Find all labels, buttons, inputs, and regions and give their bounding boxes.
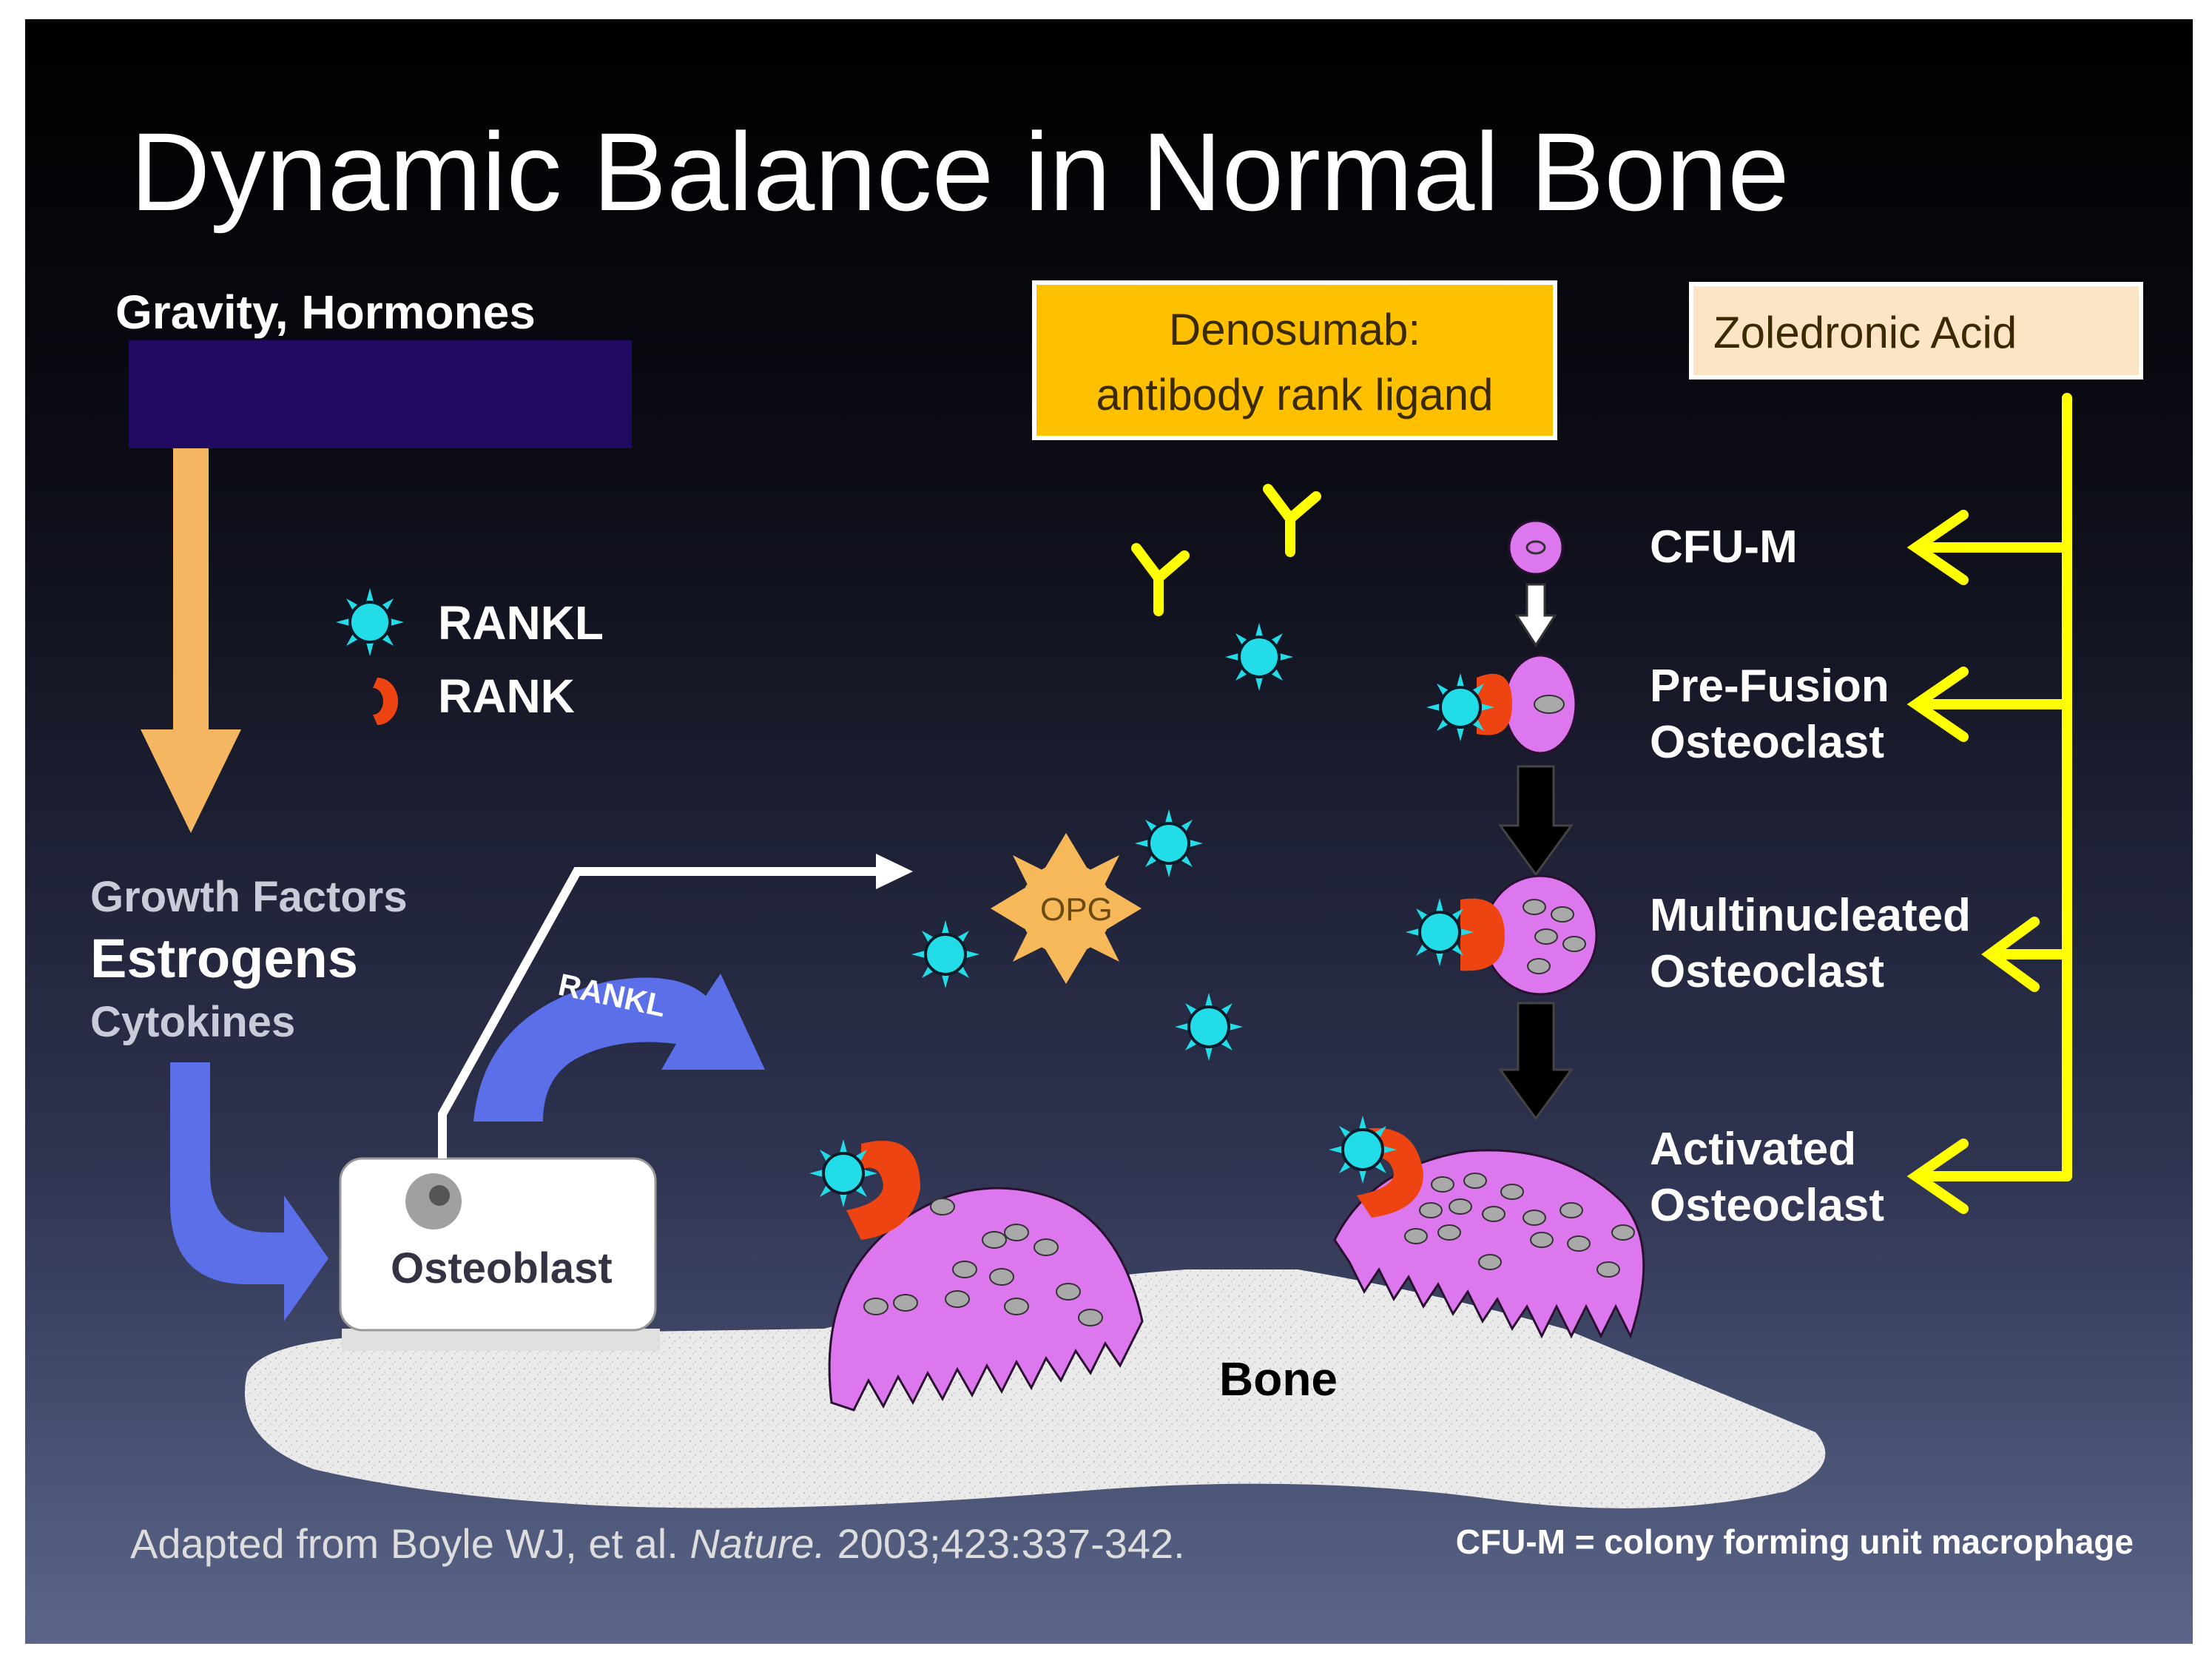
denosumab-line-2: antibody rank ligand bbox=[1096, 370, 1493, 419]
stage-multi-label-2: Osteoclast bbox=[1650, 946, 1884, 997]
osteoblast-label: Osteoblast bbox=[391, 1244, 613, 1292]
estrogens-label: Estrogens bbox=[90, 928, 358, 989]
rank-receptor-multi bbox=[1460, 898, 1505, 971]
cfum-cell bbox=[1508, 519, 1564, 576]
osteoblast-base bbox=[342, 1329, 660, 1351]
opg-label: OPG bbox=[1040, 891, 1113, 928]
rankl-blue-arrow bbox=[473, 974, 765, 1122]
slide-title: Dynamic Balance in Normal Bone bbox=[130, 109, 1790, 234]
stage-cfum-label: CFU-M bbox=[1650, 522, 1798, 573]
citation: Adapted from Boyle WJ, et al. Nature. 20… bbox=[130, 1520, 1185, 1567]
stage-multi-label-1: Multinucleated bbox=[1650, 890, 1971, 941]
factors-blue-arrow bbox=[170, 1062, 328, 1321]
orange-down-arrow bbox=[141, 448, 241, 833]
zoledronic-label: Zoledronic Acid bbox=[1713, 308, 2017, 357]
zoledronic-bracket bbox=[1906, 393, 2072, 1214]
rank-legend-label: RANK bbox=[438, 670, 575, 723]
stage-arrow-2 bbox=[1498, 765, 1574, 877]
stage-activated-label-1: Activated bbox=[1650, 1124, 1856, 1175]
rank-receptor-left bbox=[846, 1141, 920, 1240]
rankl-legend-label: RANKL bbox=[438, 596, 604, 650]
cytokines-label: Cytokines bbox=[90, 998, 295, 1046]
redaction-box bbox=[129, 340, 632, 448]
denosumab-box bbox=[1032, 280, 1557, 440]
zoledronic-box bbox=[1689, 282, 2143, 380]
rank-legend-icon bbox=[373, 678, 398, 725]
stage-arrow-3 bbox=[1498, 1002, 1574, 1121]
osteoblast-to-opg-arrowhead bbox=[876, 854, 913, 889]
bone-shape bbox=[244, 1269, 1826, 1508]
stage-prefusion-label-1: Pre-Fusion bbox=[1650, 661, 1889, 712]
opg-sun bbox=[991, 833, 1142, 984]
stage-prefusion-label-2: Osteoclast bbox=[1650, 717, 1884, 768]
stage-activated-label-2: Osteoclast bbox=[1650, 1180, 1884, 1231]
footnote: CFU-M = colony forming unit macrophage bbox=[1456, 1522, 2134, 1561]
stage-arrow-1 bbox=[1514, 583, 1557, 647]
diagram-canvas: Dynamic Balance in Normal Bone Gravity, … bbox=[25, 19, 2193, 1644]
slide: Dynamic Balance in Normal Bone Gravity, … bbox=[25, 19, 2193, 1644]
rank-receptor-prefusion bbox=[1477, 673, 1512, 735]
denosumab-line-1: Denosumab: bbox=[1169, 305, 1420, 354]
osteoclast-left bbox=[828, 1187, 1144, 1412]
gravity-hormones-label: Gravity, Hormones bbox=[115, 286, 536, 339]
bone-label: Bone bbox=[1219, 1352, 1338, 1406]
osteoblast-to-opg-line bbox=[438, 867, 891, 1159]
growth-factors-label: Growth Factors bbox=[90, 873, 408, 921]
